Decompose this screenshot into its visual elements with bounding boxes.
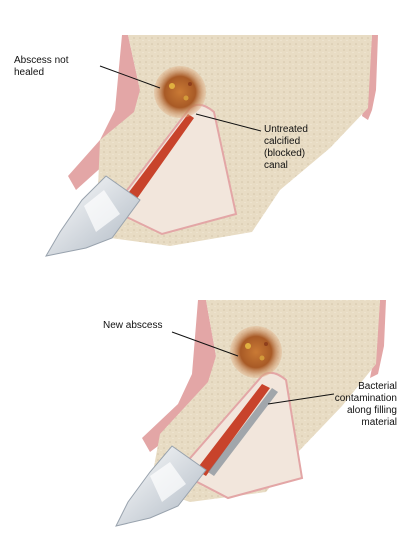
label-untreated-calcified-canal: Untreated calcified (blocked) canal: [264, 124, 308, 171]
leader-line-contamination: [267, 393, 335, 405]
label-abscess-not-healed: Abscess not healed: [14, 55, 69, 78]
illustration-untreated-canal: Abscess not healed Untreated calcified (…: [0, 0, 400, 266]
contamination-line: [208, 388, 278, 476]
abscess-spot: [230, 326, 282, 378]
tooth-cross-section-bottom: [115, 300, 386, 527]
leader-line-canal: [195, 113, 262, 132]
leader-line-new-abscess: [171, 331, 239, 357]
label-new-abscess: New abscess: [103, 320, 163, 331]
illustration-new-abscess: New abscess Bacterial contamination alon…: [0, 266, 400, 533]
leader-line-abscess: [99, 65, 161, 89]
label-bacterial-contamination: Bacterial contamination along filling ma…: [334, 381, 397, 428]
gum-tissue: [142, 300, 216, 452]
calcified-canal: [126, 114, 194, 200]
abscess-spot: [154, 66, 206, 118]
tooth-cross-section-top: [45, 35, 378, 257]
filling-material: [196, 384, 270, 476]
